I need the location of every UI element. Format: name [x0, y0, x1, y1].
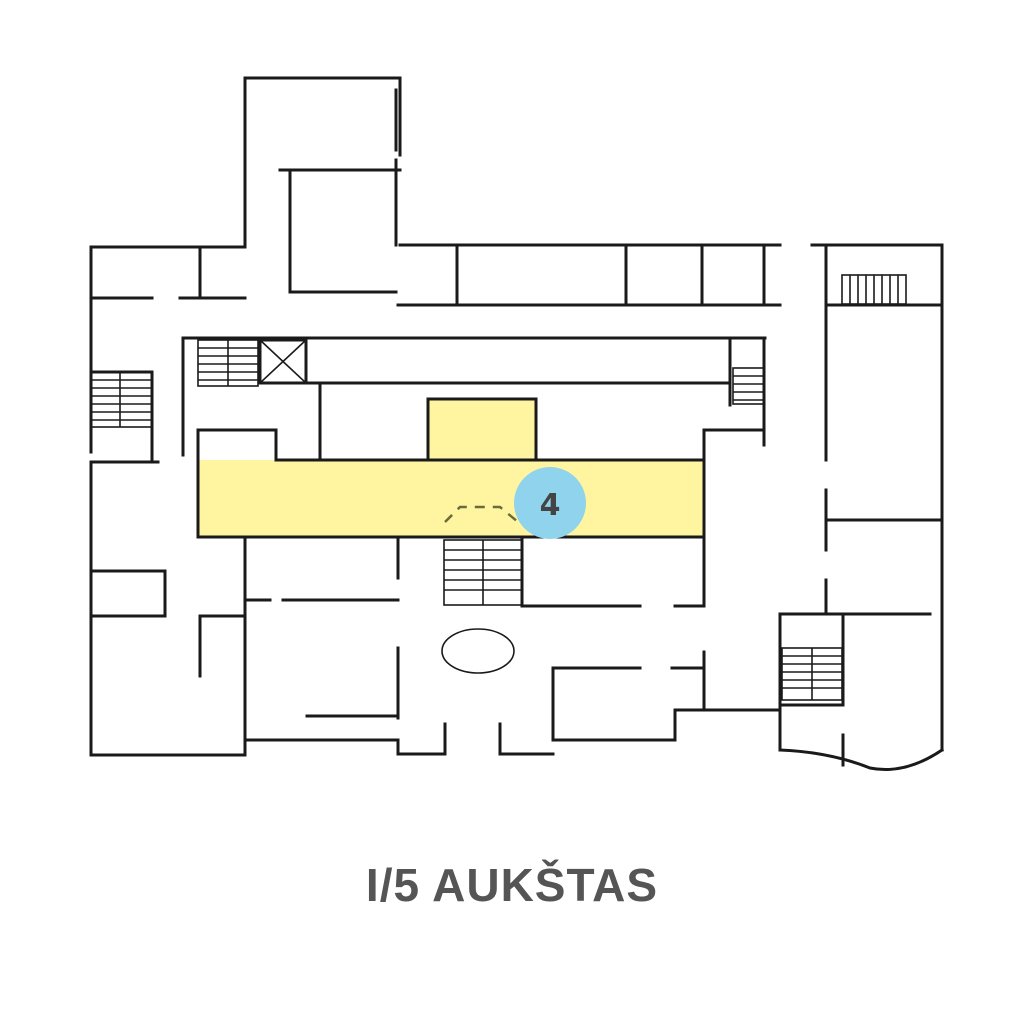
- stairs: [90, 274, 907, 701]
- oval-feature: [441, 628, 515, 674]
- marker-number: 4: [540, 488, 561, 523]
- elevator-shaft: [258, 338, 308, 385]
- floor-label: I/5 AUKŠTAS: [365, 859, 659, 911]
- location-marker[interactable]: 4: [514, 467, 586, 539]
- dashed-outline: [444, 505, 519, 523]
